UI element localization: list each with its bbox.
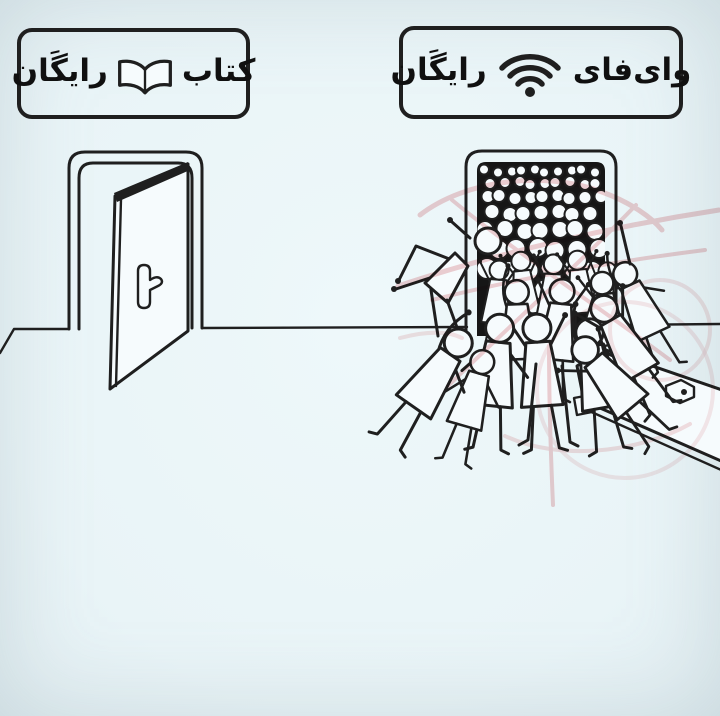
fallen-door-handle xyxy=(664,378,696,405)
open-book-icon xyxy=(117,59,172,94)
book-word: کتاب xyxy=(181,53,256,89)
left-door-thickness xyxy=(114,197,123,388)
stick-figure xyxy=(554,326,679,456)
fallen-door-thickness xyxy=(585,408,720,471)
free-wifi-sign: وای‌فای رایگَان xyxy=(391,26,691,119)
left-door-handle xyxy=(136,263,164,310)
left-door-top-edge xyxy=(114,162,190,202)
wifi-word: وای‌فای xyxy=(572,52,692,88)
stick-figure xyxy=(434,348,500,470)
free-word: رایگَان xyxy=(11,53,108,89)
watermark-scribbles xyxy=(395,177,720,507)
right-door-frame xyxy=(464,149,618,338)
fallen-door-knob xyxy=(681,389,687,395)
left-door-frame-outer xyxy=(67,150,204,331)
left-door-frame-inner xyxy=(77,161,194,331)
crowd xyxy=(367,217,688,470)
free-book-sign: کتاب رایگَان xyxy=(12,28,255,119)
free-word: رایگَان xyxy=(390,52,487,88)
stick-figure xyxy=(604,250,688,379)
left-door xyxy=(67,150,204,391)
wifi-icon xyxy=(499,53,561,97)
